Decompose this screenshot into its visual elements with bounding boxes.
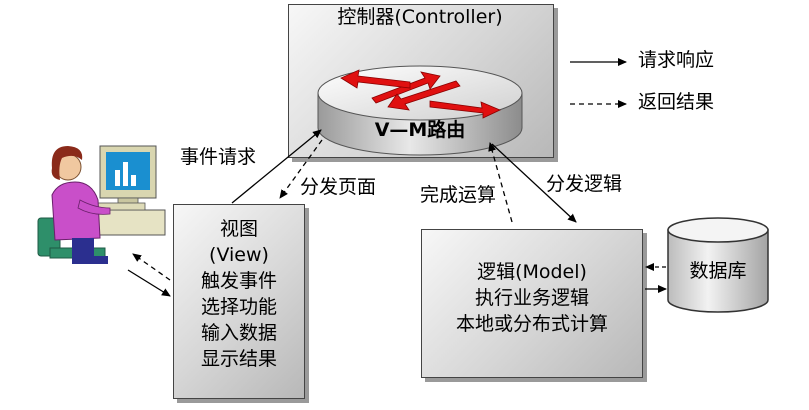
model-line: 本地或分布式计算 — [455, 313, 608, 335]
arrow-dispatch-page — [279, 139, 323, 199]
view-line: (View) — [209, 244, 269, 266]
model-text: 逻辑(Model) 执行业务逻辑 本地或分布式计算 — [421, 259, 643, 337]
legend-solid-label: 请求响应 — [638, 49, 715, 71]
view-line: 显示结果 — [200, 348, 277, 370]
arrow-user-to-view — [127, 269, 171, 297]
view-line: 输入数据 — [200, 322, 277, 344]
label-event-request: 事件请求 — [180, 146, 257, 168]
view-line: 触发事件 — [200, 270, 277, 292]
controller-title: 控制器(Controller) — [337, 6, 503, 28]
label-dispatch-page: 分发页面 — [300, 176, 377, 198]
view-line: 选择功能 — [200, 296, 277, 318]
label-dispatch-logic: 分发逻辑 — [546, 173, 623, 195]
arrow-view-to-user — [132, 253, 171, 281]
router-icon — [317, 65, 523, 156]
label-complete-compute: 完成运算 — [420, 184, 497, 206]
view-text: 视图 (View) 触发事件 选择功能 输入数据 显示结果 — [173, 216, 305, 372]
arrow-event-request — [231, 129, 322, 204]
database-label: 数据库 — [689, 260, 747, 282]
model-line: 执行业务逻辑 — [474, 287, 589, 309]
arrow-dispatch-logic — [491, 143, 577, 223]
legend-dashed-label: 返回结果 — [638, 91, 715, 113]
model-line: 逻辑(Model) — [477, 261, 587, 283]
user-at-computer-icon — [37, 145, 166, 264]
model-box — [421, 229, 643, 378]
database-icon — [667, 217, 769, 313]
arrow-complete-compute — [488, 142, 513, 223]
view-line: 视图 — [219, 218, 258, 240]
router-label: V—M路由 — [374, 119, 466, 141]
view-box — [173, 204, 305, 399]
